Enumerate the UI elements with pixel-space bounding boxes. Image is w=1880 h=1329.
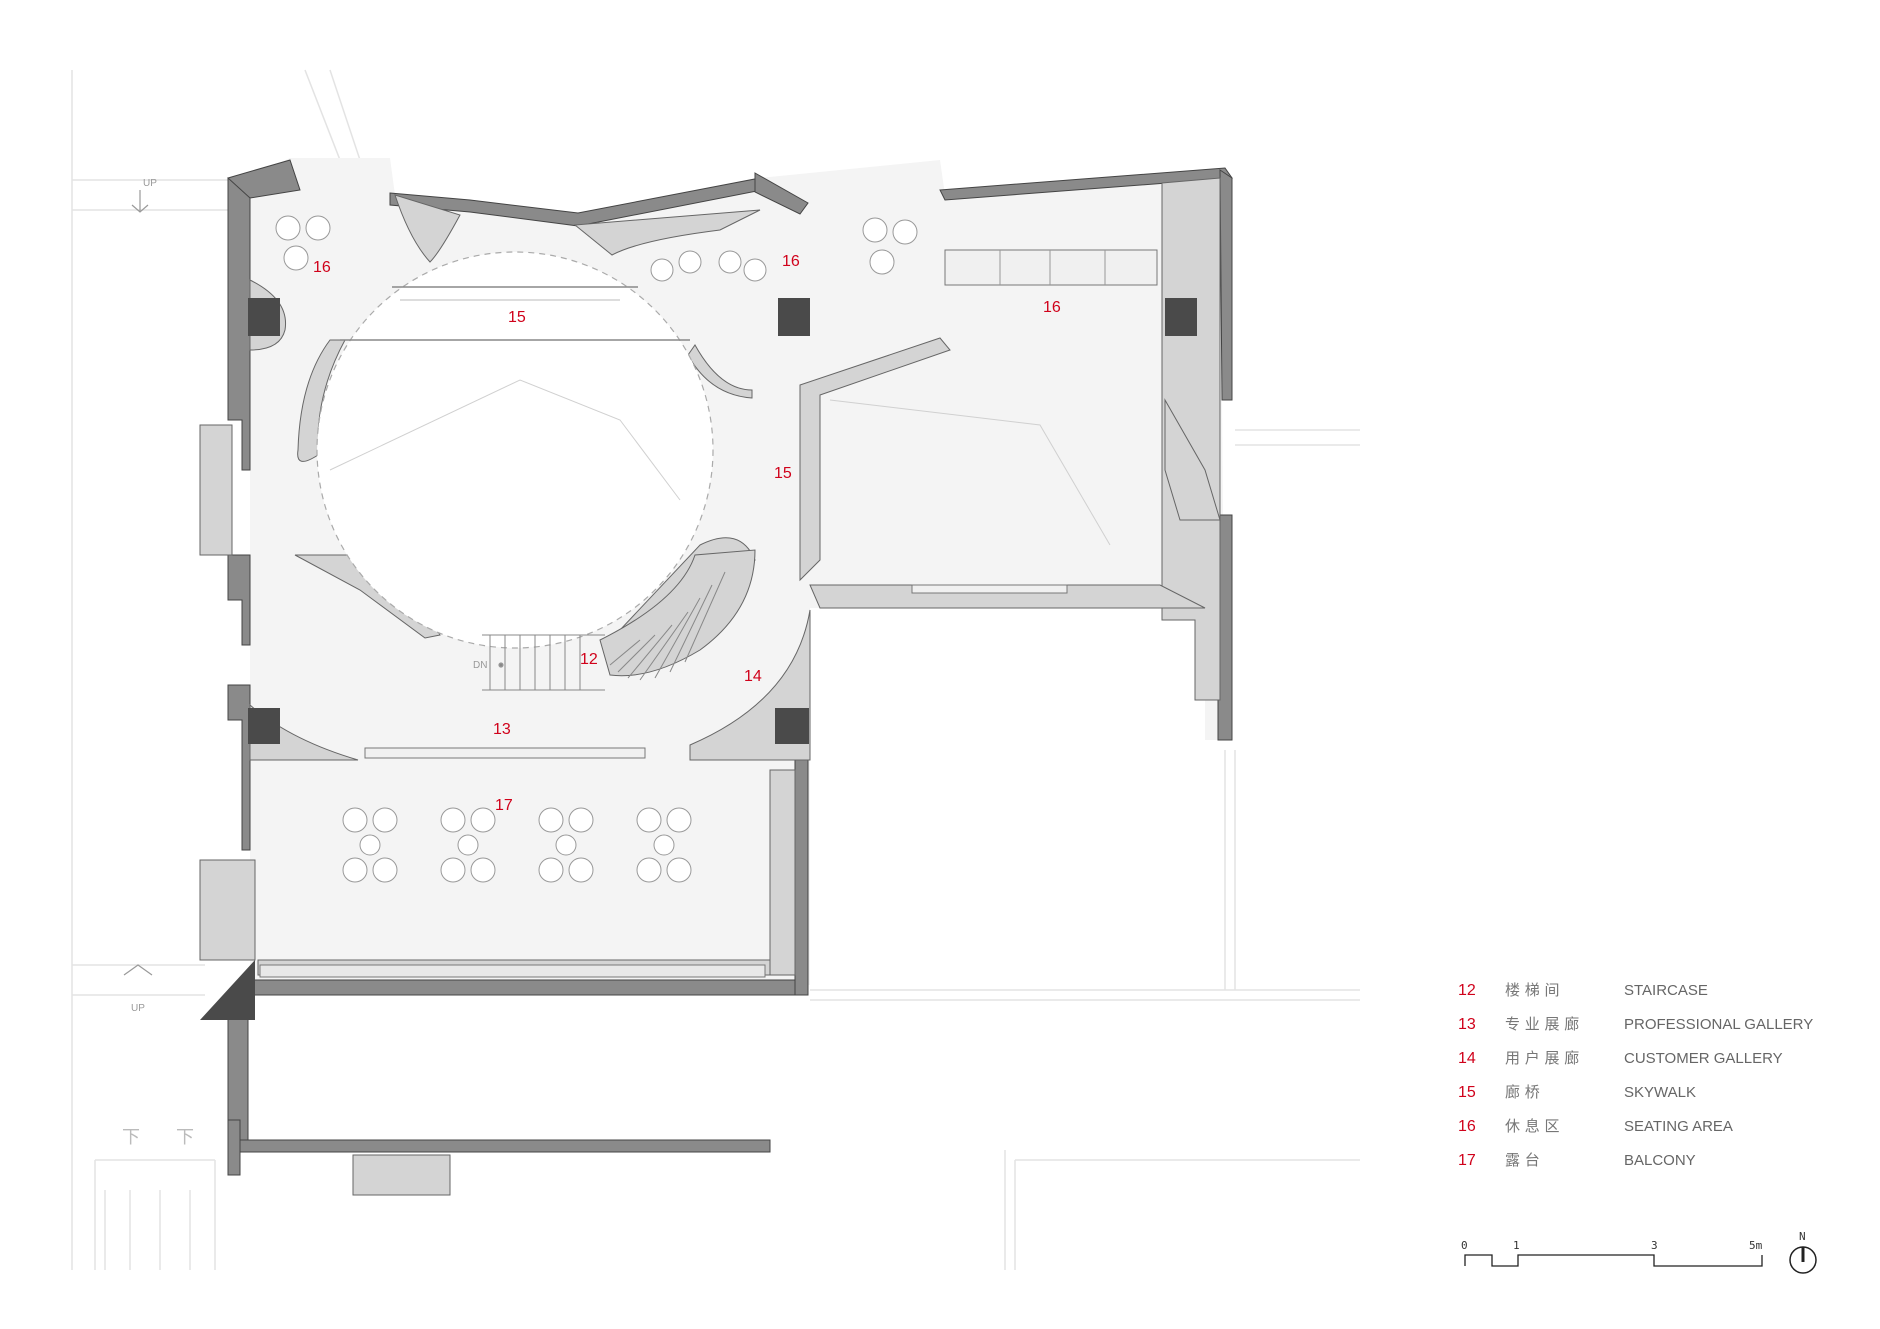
down-marker-left: 下	[122, 1127, 140, 1148]
walls	[227, 159, 1233, 1176]
down-marker-right: 下	[176, 1127, 194, 1148]
north-label: N	[1799, 1230, 1806, 1243]
furniture	[275, 215, 918, 883]
svg-text:CUSTOMER GALLERY: CUSTOMER GALLERY	[1624, 1050, 1783, 1067]
up-arrows	[123, 190, 504, 976]
column	[775, 708, 809, 744]
up-marker-bottom: UP	[131, 1003, 145, 1014]
legend-row: 17 露 台 BALCONY	[1458, 1151, 1696, 1169]
atrium	[316, 251, 1111, 649]
svg-text:13: 13	[1458, 1016, 1476, 1033]
svg-text:17: 17	[1458, 1152, 1476, 1169]
column	[200, 960, 255, 1020]
svg-text:BALCONY: BALCONY	[1624, 1152, 1696, 1169]
room-label-13: 13	[493, 721, 511, 738]
north-arrow: N	[1789, 1230, 1817, 1274]
columns	[200, 298, 1197, 1020]
svg-text:SEATING AREA: SEATING AREA	[1624, 1118, 1733, 1135]
room-label-12: 12	[580, 651, 598, 668]
atrium-void	[316, 251, 714, 649]
legend-row: 16 休 息 区 SEATING AREA	[1458, 1117, 1733, 1135]
legend-row: 15 廊 桥 SKYWALK	[1458, 1083, 1696, 1101]
room-label-14: 14	[744, 668, 762, 685]
legend-row: 13 专 业 展 廊 PROFESSIONAL GALLERY	[1458, 1015, 1813, 1033]
scale-tick-0: 0	[1461, 1239, 1468, 1252]
room-label-16-nw: 16	[313, 259, 331, 276]
plan-markers: UP UP DN 下 下	[122, 178, 487, 1148]
up-marker-top: UP	[143, 178, 157, 189]
room-label-16-ne: 16	[1043, 299, 1061, 316]
room-label-17: 17	[495, 797, 513, 814]
scale-tick-5m: 5m	[1749, 1239, 1763, 1252]
scale-bar: 0 1 3 5m	[1461, 1239, 1763, 1267]
room-label-15-top: 15	[508, 309, 526, 326]
glazing	[259, 249, 1158, 978]
context-lines	[71, 69, 1360, 1270]
column	[1165, 298, 1197, 336]
svg-text:用 户 展 廊: 用 户 展 廊	[1505, 1049, 1579, 1067]
svg-text:16: 16	[1458, 1118, 1476, 1135]
room-label-15-mid: 15	[774, 465, 792, 482]
column	[248, 708, 280, 744]
svg-text:楼 梯 间: 楼 梯 间	[1505, 981, 1560, 999]
legend-row: 14 用 户 展 廊 CUSTOMER GALLERY	[1458, 1049, 1783, 1067]
room-label-16-n: 16	[782, 253, 800, 270]
column	[248, 298, 280, 336]
room-labels: 12 13 14 15 15 16 16 16 17	[313, 253, 1061, 814]
scale-tick-1: 1	[1513, 1239, 1520, 1252]
legend: 12 楼 梯 间 STAIRCASE 13 专 业 展 廊 PROFESSION…	[1458, 981, 1813, 1169]
svg-text:SKYWALK: SKYWALK	[1624, 1084, 1696, 1101]
svg-text:12: 12	[1458, 982, 1476, 999]
svg-text:露 台: 露 台	[1505, 1151, 1540, 1169]
svg-text:廊 桥: 廊 桥	[1505, 1083, 1540, 1101]
svg-text:PROFESSIONAL GALLERY: PROFESSIONAL GALLERY	[1624, 1016, 1813, 1033]
column	[778, 298, 810, 336]
scale-tick-3: 3	[1651, 1239, 1658, 1252]
dn-marker: DN	[473, 660, 487, 671]
svg-text:STAIRCASE: STAIRCASE	[1624, 982, 1708, 999]
legend-row: 12 楼 梯 间 STAIRCASE	[1458, 981, 1708, 999]
svg-text:14: 14	[1458, 1050, 1476, 1067]
svg-text:休 息 区: 休 息 区	[1505, 1117, 1560, 1135]
svg-text:专 业 展 廊: 专 业 展 廊	[1505, 1015, 1579, 1033]
svg-text:15: 15	[1458, 1084, 1476, 1101]
staircase	[482, 571, 726, 691]
